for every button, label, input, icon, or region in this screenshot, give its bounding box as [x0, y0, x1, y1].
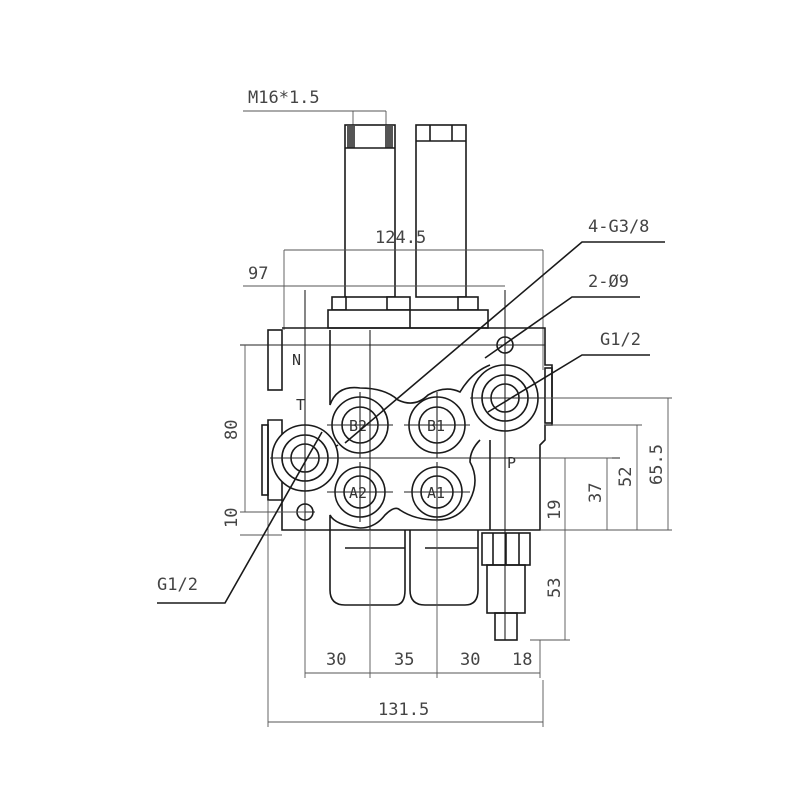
port-b1: B1	[404, 392, 470, 458]
dim-97: 97	[248, 264, 268, 284]
port-b2-label: B2	[349, 417, 367, 435]
callout-4-g3-8-leader	[344, 241, 665, 444]
dim-30-right: 30	[460, 650, 480, 670]
port-b1-label: B1	[427, 417, 445, 435]
valve-body	[267, 327, 553, 531]
callout-2-d9: 2-Ø9	[588, 272, 629, 292]
callout-g1-2-right: G1/2	[600, 330, 641, 350]
dim-131-5: 131.5	[378, 700, 429, 720]
port-b2: B2	[327, 392, 393, 458]
callout-g1-2-left-leader	[157, 431, 323, 604]
dim-10: 10	[222, 508, 242, 528]
port-a1-label: A1	[427, 484, 445, 502]
spool-left	[344, 124, 396, 298]
dim-30-left: 30	[326, 650, 346, 670]
port-a2: A2	[327, 462, 393, 522]
thread-label: M16*1.5	[248, 88, 320, 108]
callout-2-d9-leader	[484, 296, 640, 359]
dim-53: 53	[545, 578, 565, 598]
callout-g1-2-right-leader	[487, 354, 650, 413]
port-p-inlet	[470, 364, 545, 432]
dim-19: 19	[545, 500, 565, 520]
port-n-label: N	[292, 351, 301, 369]
top-cap	[327, 296, 489, 329]
port-t-outlet	[270, 424, 340, 492]
callout-4-g3-8: 4-G3/8	[588, 217, 649, 237]
spool-right	[415, 124, 467, 298]
dim-124-5: 124.5	[375, 228, 426, 248]
callout-g1-2-left: G1/2	[157, 575, 198, 595]
dim-35: 35	[394, 650, 414, 670]
dim-37: 37	[586, 483, 606, 503]
port-p-label: P	[507, 454, 516, 472]
spool-ends-bottom	[329, 530, 479, 606]
port-t-label: T	[296, 396, 305, 414]
side-plug	[267, 329, 283, 391]
port-a1: A1	[404, 462, 470, 522]
dim-80: 80	[222, 420, 242, 440]
bottom-dimensions	[267, 500, 544, 727]
mount-hole-top	[495, 336, 515, 354]
dim-18: 18	[512, 650, 532, 670]
port-a2-label: A2	[349, 484, 367, 502]
dim-52: 52	[616, 467, 636, 487]
right-dimensions	[530, 397, 672, 641]
relief-valve	[481, 532, 531, 641]
dim-65-5: 65.5	[647, 444, 667, 485]
